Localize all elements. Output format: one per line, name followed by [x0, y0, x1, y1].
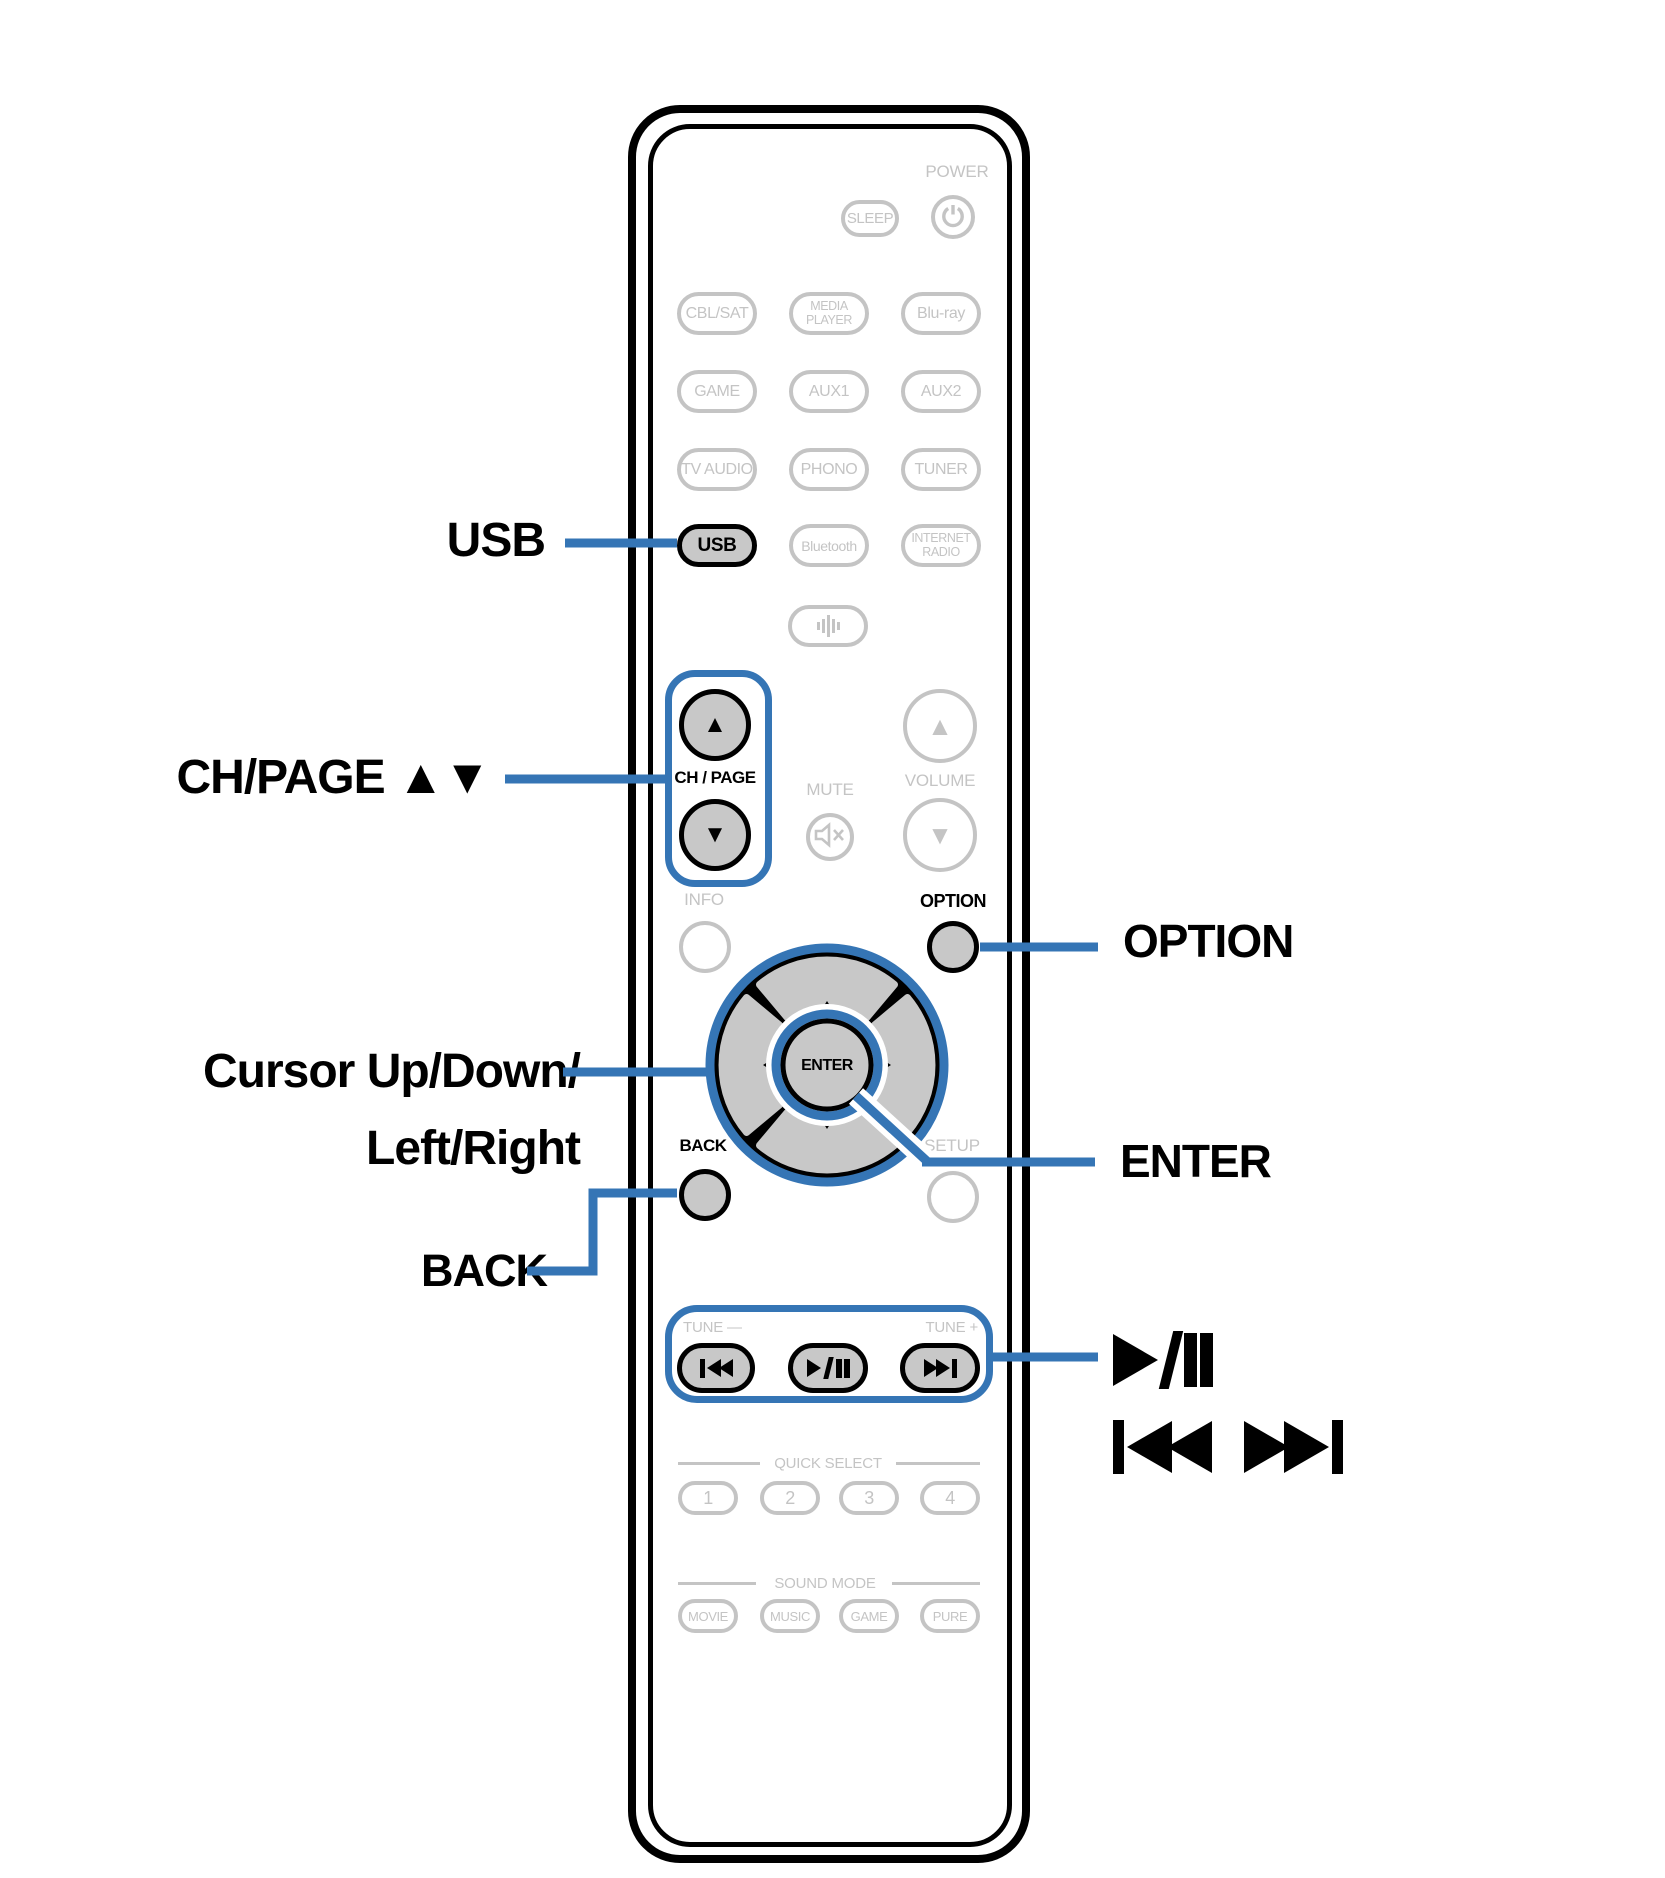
tune-plus-label: TUNE +	[925, 1319, 978, 1336]
source-button-tuner[interactable]: TUNER	[901, 448, 981, 491]
source-button-media-player[interactable]: MEDIA PLAYER	[789, 292, 869, 335]
option-callout-label: OPTION	[1123, 915, 1294, 967]
play-pause-button[interactable]	[788, 1343, 868, 1393]
ch-page-callout-label: CH/PAGE ▲▼	[176, 751, 491, 804]
cursor-callout-label-line1: Cursor Up/Down/	[203, 1045, 581, 1098]
quick-select-2-button[interactable]: 2	[760, 1481, 820, 1515]
setup-label: SETUP	[924, 1136, 980, 1155]
volume-down-arrow-icon: ▼	[927, 820, 953, 850]
sound-mode-rule-left	[678, 1582, 756, 1585]
source-button-game[interactable]: GAME	[677, 370, 757, 413]
power-label: POWER	[925, 162, 989, 181]
sound-wave-icon	[816, 615, 840, 637]
power-icon	[940, 202, 966, 233]
sound-mode-game-button[interactable]: GAME	[839, 1599, 899, 1633]
play-pause-callout-icon	[1113, 1331, 1213, 1389]
quick-select-3-button[interactable]: 3	[839, 1481, 899, 1515]
info-label: INFO	[684, 890, 724, 909]
quick-select-1-button[interactable]: 1	[678, 1481, 738, 1515]
enter-callout-label: ENTER	[1120, 1135, 1272, 1187]
source-button-internet-radio[interactable]: INTERNET RADIO	[901, 524, 981, 567]
cursor-callout-label-line2: Left/Right	[366, 1122, 581, 1175]
quick-select-header: QUICK SELECT	[774, 1455, 882, 1472]
usb-callout-label: USB	[446, 514, 546, 567]
quick-select-4-button[interactable]: 4	[920, 1481, 980, 1515]
skip-forward-button[interactable]	[900, 1343, 980, 1393]
back-callout-label: BACK	[421, 1245, 548, 1296]
sound-mode-movie-button[interactable]: MOVIE	[678, 1599, 738, 1633]
volume-up-arrow-icon: ▲	[927, 711, 953, 741]
tune-minus-label: TUNE —	[683, 1319, 742, 1336]
transport-group-highlight	[665, 1305, 993, 1403]
channel-page-up-button[interactable]: ▲	[679, 689, 751, 761]
source-button-aux2[interactable]: AUX2	[901, 370, 981, 413]
option-button-label: OPTION	[919, 891, 987, 911]
down-arrow-icon: ▼	[703, 821, 727, 848]
back-button-label: BACK	[679, 1136, 727, 1155]
enter-button[interactable]: ENTER	[801, 1057, 853, 1074]
sound-mode-pure-button[interactable]: PURE	[920, 1599, 980, 1633]
quick-select-rule-right	[896, 1462, 980, 1465]
volume-down-button[interactable]: ▼	[903, 798, 977, 872]
ch-page-group-highlight	[665, 670, 772, 887]
back-button[interactable]	[679, 1169, 731, 1221]
source-button-cbl-sat[interactable]: CBL/SAT	[677, 292, 757, 335]
volume-up-button[interactable]: ▲	[903, 689, 977, 763]
skip-back-icon	[699, 1358, 733, 1378]
up-arrow-icon: ▲	[703, 711, 727, 738]
setup-button[interactable]	[927, 1171, 979, 1223]
source-button-bluetooth[interactable]: Bluetooth	[789, 524, 869, 567]
play-pause-icon	[806, 1357, 850, 1379]
info-button[interactable]	[679, 921, 731, 973]
sleep-button[interactable]: SLEEP	[841, 200, 899, 237]
sound-mode-rule-right	[892, 1582, 980, 1585]
option-button[interactable]	[927, 921, 979, 973]
skip-forward-icon	[923, 1358, 957, 1378]
source-button-aux1[interactable]: AUX1	[789, 370, 869, 413]
volume-label: VOLUME	[904, 771, 976, 790]
source-button-phono[interactable]: PHONO	[789, 448, 869, 491]
source-button-tv-audio[interactable]: TV AUDIO	[677, 448, 757, 491]
mute-button[interactable]	[806, 813, 854, 861]
mute-label: MUTE	[806, 780, 854, 799]
channel-page-down-button[interactable]: ▼	[679, 799, 751, 871]
mute-icon	[813, 821, 847, 854]
power-button[interactable]	[931, 195, 975, 239]
ch-page-label: CH / PAGE	[674, 768, 756, 787]
sound-mode-header: SOUND MODE	[774, 1575, 876, 1592]
source-button-blu-ray[interactable]: Blu-ray	[901, 292, 981, 335]
skip-back-button[interactable]	[677, 1343, 755, 1393]
channel-level-button[interactable]	[788, 605, 868, 647]
skip-callout-icon	[1113, 1420, 1343, 1474]
usb-button[interactable]: USB	[677, 524, 757, 567]
quick-select-rule-left	[678, 1462, 760, 1465]
sound-mode-music-button[interactable]: MUSIC	[760, 1599, 820, 1633]
